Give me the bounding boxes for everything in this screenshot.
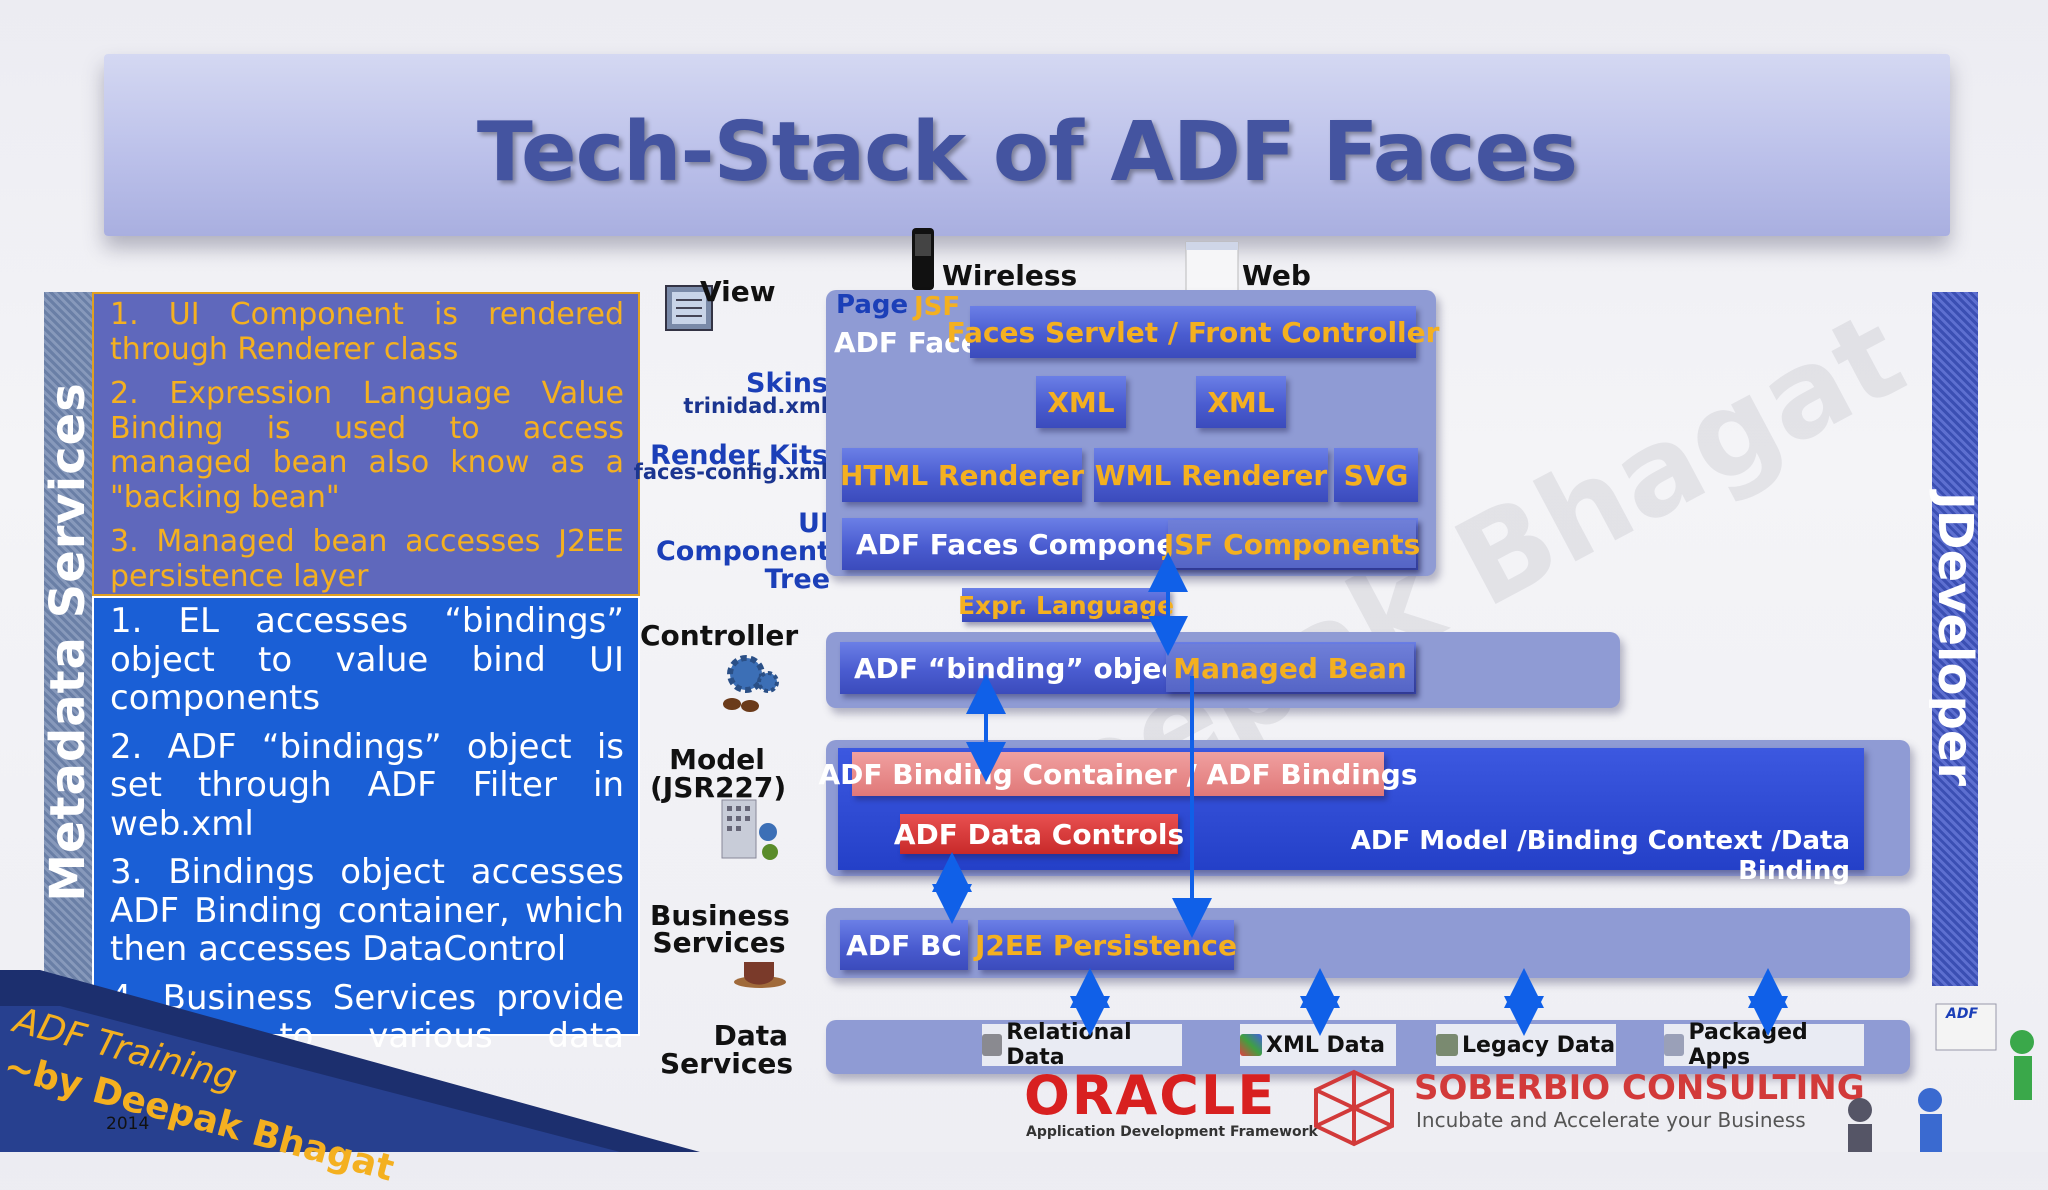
soberbio-tagline: Incubate and Accelerate your Business xyxy=(1416,1108,1806,1132)
adf-sign-label: ADF xyxy=(1946,1006,1978,1022)
soberbio-cube-icon xyxy=(1312,1068,1396,1148)
year-label: 2014 xyxy=(106,1114,149,1134)
oracle-logo: ORACLE xyxy=(1024,1068,1276,1124)
presenter-illustration xyxy=(1800,1000,2048,1152)
soberbio-logo: SOBERBIO CONSULTING xyxy=(1414,1068,1865,1108)
oracle-subtitle: Application Development Framework xyxy=(1026,1124,1318,1140)
